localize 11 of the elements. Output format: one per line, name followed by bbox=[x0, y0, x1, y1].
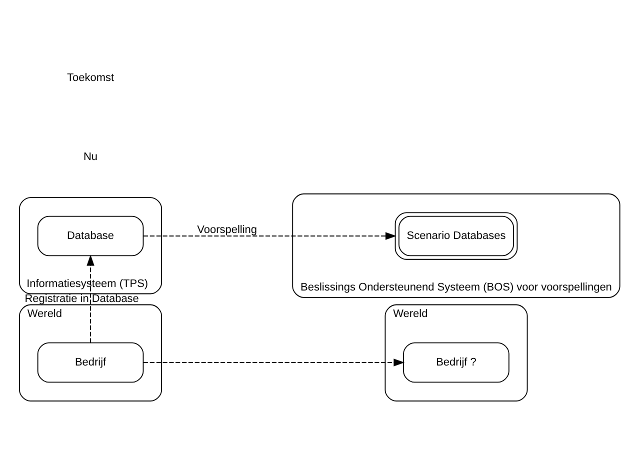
label: Toekomst bbox=[67, 72, 114, 84]
edge-label: Voorspelling bbox=[197, 223, 258, 236]
node-box: Database bbox=[37, 215, 144, 256]
node-box: Bedrijf ? bbox=[403, 342, 510, 382]
arrow bbox=[86, 254, 94, 343]
edge-label: Registratie in Database bbox=[24, 292, 139, 305]
arrow bbox=[143, 358, 405, 366]
node-box: Scenario Databases bbox=[394, 212, 518, 260]
label: Nu bbox=[84, 150, 98, 163]
node-box: Bedrijf bbox=[37, 342, 144, 382]
arrow bbox=[143, 232, 396, 240]
